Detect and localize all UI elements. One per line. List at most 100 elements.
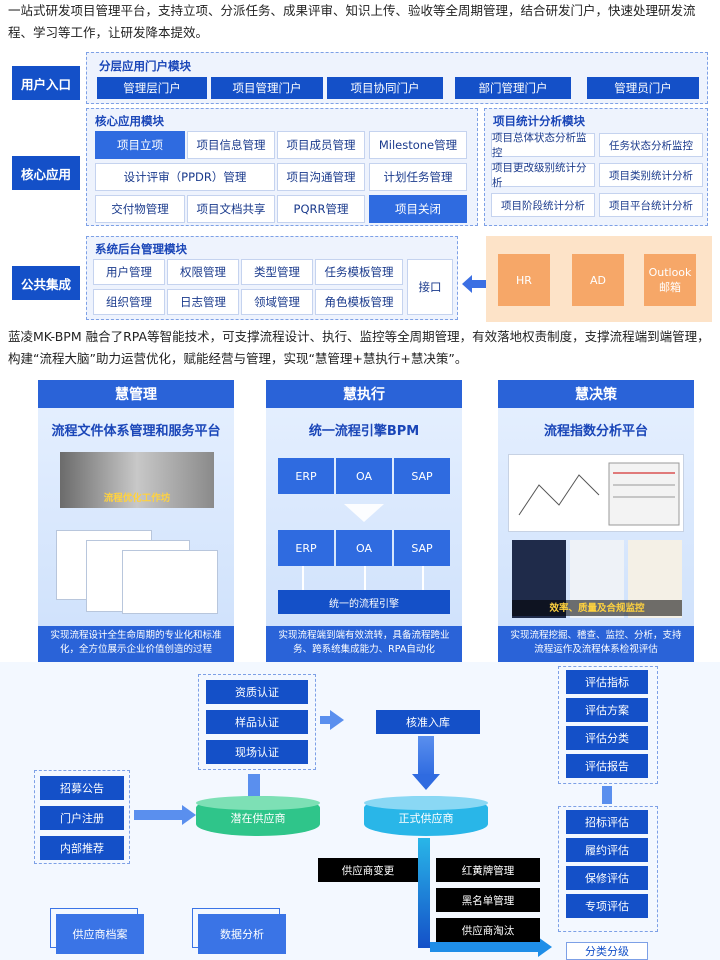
card-subtitle: 流程指数分析平台: [498, 420, 694, 439]
portal-project-management[interactable]: 项目管理门户: [211, 77, 323, 99]
arrow-right-icon: [330, 710, 344, 730]
external-hr[interactable]: HR: [498, 254, 550, 306]
system-erp-bottom: ERP: [278, 530, 334, 566]
core-milestone[interactable]: Milestone管理: [369, 131, 467, 159]
backend-type[interactable]: 类型管理: [241, 259, 313, 285]
card-footer: 实现流程挖掘、稽查、监控、分析，支持流程运作及流程体系检视评估: [498, 626, 694, 662]
core-project-close[interactable]: 项目关闭: [369, 195, 467, 223]
card-smart-management: 慧管理 流程文件体系管理和服务平台 流程优化工作坊 实现流程设计全生命周期的专业…: [38, 380, 234, 662]
backend-module-panel: 系统后台管理模块 用户管理 权限管理 类型管理 任务模板管理 组织管理 日志管理…: [86, 236, 458, 320]
stats-module-title: 项目统计分析模块: [493, 113, 585, 129]
core-project-init[interactable]: 项目立项: [95, 131, 185, 159]
stats-category[interactable]: 项目类别统计分析: [599, 163, 703, 187]
card-subtitle: 统一流程引擎BPM: [266, 420, 462, 439]
card-smart-decision: 慧决策 流程指数分析平台 效率、质量及合规监控 实现流程挖掘、稽查、监控、分析，…: [498, 380, 694, 662]
eval-performance[interactable]: 履约评估: [566, 838, 648, 862]
backend-domain[interactable]: 领域管理: [241, 289, 313, 315]
portal-project-collab[interactable]: 项目协同门户: [327, 77, 443, 99]
eval-tender[interactable]: 招标评估: [566, 810, 648, 834]
unified-engine-bar: 统一的流程引擎: [278, 590, 450, 614]
backend-role-template[interactable]: 角色模板管理: [315, 289, 403, 315]
action-red-yellow-card[interactable]: 红黄牌管理: [436, 858, 540, 882]
file-supplier-archive-label: 供应商档案: [56, 926, 144, 942]
core-pqrr[interactable]: PQRR管理: [277, 195, 365, 223]
portal-management[interactable]: 管理层门户: [97, 77, 207, 99]
card-smart-execution: 慧执行 统一流程引擎BPM ERP OA SAP ERP OA SAP 统一的流…: [266, 380, 462, 662]
down-arrow-icon: [412, 774, 440, 790]
portal-department[interactable]: 部门管理门户: [455, 77, 571, 99]
source-portal[interactable]: 门户注册: [40, 806, 124, 830]
card-subtitle: 流程文件体系管理和服务平台: [38, 420, 234, 439]
core-deliverables[interactable]: 交付物管理: [95, 195, 185, 223]
source-internal[interactable]: 内部推荐: [40, 836, 124, 860]
backend-org[interactable]: 组织管理: [93, 289, 165, 315]
classify-box[interactable]: 分类分级: [566, 942, 648, 960]
potential-supplier: 潜在供应商: [196, 796, 320, 836]
arrow-right-icon: [182, 805, 196, 825]
core-plan-task[interactable]: 计划任务管理: [369, 163, 467, 191]
formal-supplier-label: 正式供应商: [364, 810, 488, 826]
backend-permission[interactable]: 权限管理: [167, 259, 239, 285]
portal-module-panel: 分层应用门户模块 管理层门户 项目管理门户 项目协同门户 部门管理门户 管理员门…: [86, 52, 708, 104]
stats-overall[interactable]: 项目总体状态分析监控: [491, 133, 595, 157]
layer-core: 核心应用: [12, 156, 80, 190]
backend-interface[interactable]: 接口: [407, 259, 453, 315]
eval-indicator[interactable]: 评估指标: [566, 670, 648, 694]
source-recruit[interactable]: 招募公告: [40, 776, 124, 800]
layer-user-entry: 用户入口: [12, 66, 80, 100]
core-communication[interactable]: 项目沟通管理: [277, 163, 365, 191]
card-footer: 实现流程设计全生命周期的专业化和标准化，全方位展示企业价值创造的过程: [38, 626, 234, 662]
core-doc-share[interactable]: 项目文档共享: [187, 195, 275, 223]
backend-user[interactable]: 用户管理: [93, 259, 165, 285]
approve-box[interactable]: 核准入库: [376, 710, 480, 734]
cert-onsite[interactable]: 现场认证: [206, 740, 308, 764]
portal-module-title: 分层应用门户模块: [99, 58, 191, 74]
backend-task-template[interactable]: 任务模板管理: [315, 259, 403, 285]
stats-stage[interactable]: 项目阶段统计分析: [491, 193, 595, 217]
external-systems-panel: HR AD Outlook邮箱: [486, 236, 712, 322]
stats-task-status[interactable]: 任务状态分析监控: [599, 133, 703, 157]
cert-qualification[interactable]: 资质认证: [206, 680, 308, 704]
system-oa-bottom: OA: [336, 530, 392, 566]
external-ad[interactable]: AD: [572, 254, 624, 306]
backend-log[interactable]: 日志管理: [167, 289, 239, 315]
potential-supplier-label: 潜在供应商: [196, 810, 320, 826]
core-module-panel: 核心应用模块 项目立项 项目信息管理 项目成员管理 Milestone管理 设计…: [86, 108, 478, 226]
card-title: 慧决策: [498, 380, 694, 408]
flow-documents-image: [56, 530, 220, 616]
layer-public: 公共集成: [12, 266, 80, 300]
eval-special[interactable]: 专项评估: [566, 894, 648, 918]
eval-plan[interactable]: 评估方案: [566, 698, 648, 722]
monitor-banner: 效率、质量及合规监控: [512, 600, 682, 616]
stats-platform[interactable]: 项目平台统计分析: [599, 193, 703, 217]
core-module-title: 核心应用模块: [95, 113, 164, 129]
system-oa-top: OA: [336, 458, 392, 494]
action-eliminate[interactable]: 供应商淘汰: [436, 918, 540, 942]
down-arrow-icon: [342, 502, 386, 524]
file-supplier-archive: 供应商档案: [56, 914, 144, 954]
action-supplier-change[interactable]: 供应商变更: [318, 858, 418, 882]
backend-module-title: 系统后台管理模块: [95, 241, 187, 257]
workshop-banner: 流程优化工作坊: [60, 490, 214, 506]
system-erp-top: ERP: [278, 458, 334, 494]
card-title: 慧执行: [266, 380, 462, 408]
eval-warranty[interactable]: 保修评估: [566, 866, 648, 890]
core-project-members[interactable]: 项目成员管理: [277, 131, 365, 159]
core-project-info[interactable]: 项目信息管理: [187, 131, 275, 159]
arrow-right-icon: [538, 937, 552, 957]
stats-change-level[interactable]: 项目更改级别统计分析: [491, 163, 595, 187]
process-map-image: [508, 454, 684, 532]
core-design-review[interactable]: 设计评审（PPDR）管理: [95, 163, 275, 191]
formal-supplier: 正式供应商: [364, 796, 488, 836]
card-title: 慧管理: [38, 380, 234, 408]
cert-sample[interactable]: 样品认证: [206, 710, 308, 734]
portal-admin[interactable]: 管理员门户: [587, 77, 699, 99]
external-outlook[interactable]: Outlook邮箱: [644, 254, 696, 306]
file-data-analysis-label: 数据分析: [198, 926, 286, 942]
bpm-description: 蓝凌MK-BPM 融合了RPA等智能技术，可支撑流程设计、执行、监控等全周期管理…: [8, 326, 712, 370]
system-sap-top: SAP: [394, 458, 450, 494]
system-sap-bottom: SAP: [394, 530, 450, 566]
eval-report[interactable]: 评估报告: [566, 754, 648, 778]
eval-category[interactable]: 评估分类: [566, 726, 648, 750]
action-blacklist[interactable]: 黑名单管理: [436, 888, 540, 912]
